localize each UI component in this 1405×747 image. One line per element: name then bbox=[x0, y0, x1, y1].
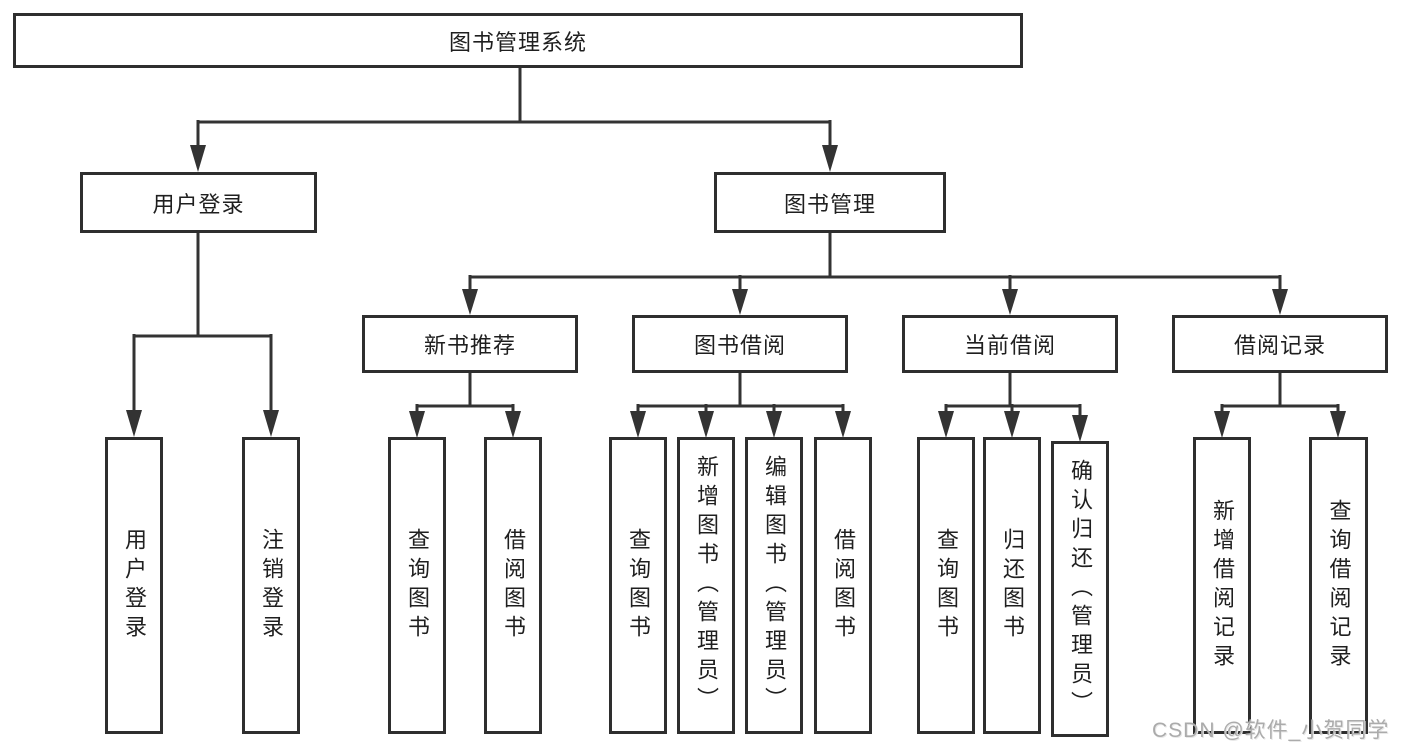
arrow-down-icon bbox=[1214, 411, 1230, 438]
arrow-down-icon bbox=[462, 289, 478, 315]
node-new-book-recommend: 新书推荐 bbox=[362, 315, 578, 373]
leaf-query-borrow-record: 查询借阅记录 bbox=[1309, 437, 1368, 734]
leaf-user-login: 用户登录 bbox=[105, 437, 163, 734]
node-borrow-records: 借阅记录 bbox=[1172, 315, 1388, 373]
arrow-down-icon bbox=[263, 410, 279, 437]
arrow-down-icon bbox=[630, 411, 646, 438]
arrow-down-icon bbox=[766, 411, 782, 438]
arrow-down-icon bbox=[505, 411, 521, 438]
node-library-management-system: 图书管理系统 bbox=[13, 13, 1023, 68]
arrow-down-icon bbox=[732, 289, 748, 315]
leaf-edit-book-admin: 编辑图书（管理员） bbox=[745, 437, 803, 734]
arrow-down-icon bbox=[1002, 289, 1018, 315]
node-book-management: 图书管理 bbox=[714, 172, 946, 233]
leaf-borrow-books: 借阅图书 bbox=[814, 437, 872, 734]
leaf-borrow-books-recommend: 借阅图书 bbox=[484, 437, 542, 734]
leaf-query-books-current: 查询图书 bbox=[917, 437, 975, 734]
leaf-query-books-recommend: 查询图书 bbox=[388, 437, 446, 734]
leaf-add-borrow-record: 新增借阅记录 bbox=[1193, 437, 1251, 734]
arrow-down-icon bbox=[1272, 289, 1288, 315]
arrow-down-icon bbox=[126, 410, 142, 437]
arrow-down-icon bbox=[1072, 415, 1088, 442]
arrowheads bbox=[126, 145, 1346, 442]
arrow-down-icon bbox=[822, 145, 838, 172]
arrow-down-icon bbox=[1004, 411, 1020, 438]
arrow-down-icon bbox=[1330, 411, 1346, 438]
arrow-down-icon bbox=[835, 411, 851, 438]
node-user-login: 用户登录 bbox=[80, 172, 317, 233]
leaf-query-books-borrow: 查询图书 bbox=[609, 437, 667, 734]
node-book-borrow: 图书借阅 bbox=[632, 315, 848, 373]
node-current-borrow: 当前借阅 bbox=[902, 315, 1118, 373]
leaf-return-book: 归还图书 bbox=[983, 437, 1041, 734]
arrow-down-icon bbox=[938, 411, 954, 438]
leaf-logout: 注销登录 bbox=[242, 437, 300, 734]
arrow-down-icon bbox=[409, 411, 425, 438]
arrow-down-icon bbox=[190, 145, 206, 172]
leaf-confirm-return-admin: 确认归还（管理员） bbox=[1051, 441, 1109, 737]
csdn-watermark: CSDN @软件_小贺同学 bbox=[1152, 719, 1390, 742]
arrow-down-icon bbox=[698, 411, 714, 438]
leaf-add-book-admin: 新增图书（管理员） bbox=[677, 437, 735, 734]
